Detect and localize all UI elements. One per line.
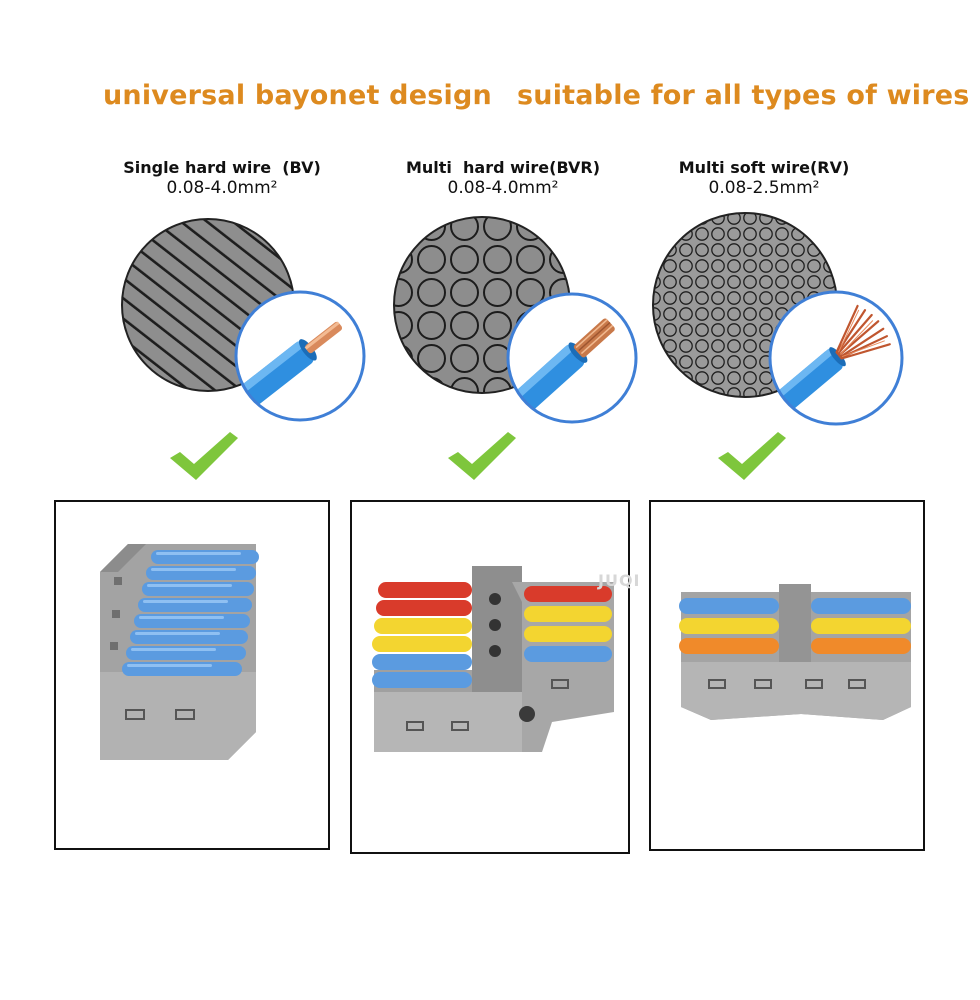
wire-type-range: 0.08-4.0mm² (166, 178, 278, 198)
wire-type-label-rv: Multi soft wire(RV) 0.08-2.5mm² (624, 158, 904, 198)
wire-type-range: 0.08-2.5mm² (708, 178, 820, 198)
multi-hard-wire-illustration (393, 216, 638, 424)
headline-left: universal bayonet design (103, 80, 492, 111)
wire-type-name: Multi hard wire(BVR) (405, 158, 601, 177)
connector-photo-blue-levers (54, 500, 330, 850)
wire-type-range: 0.08-4.0mm² (447, 178, 559, 198)
magnifier-stranded-copper-core (506, 292, 638, 424)
green-check-icon (718, 432, 786, 480)
headline-right: suitable for all types of wires (517, 80, 970, 111)
magnifier-solid-copper-core (234, 290, 366, 422)
wire-type-name: Multi soft wire(RV) (678, 158, 850, 177)
connector-photo-blue-yellow-orange-levers (649, 500, 925, 851)
green-check-icon (448, 432, 516, 480)
wire-type-name: Single hard wire (BV) (123, 158, 321, 177)
wire-type-label-bvr: Multi hard wire(BVR) 0.08-4.0mm² (363, 158, 643, 198)
green-check-icon (170, 432, 238, 480)
magnifier-fine-strand-copper-fan (768, 290, 904, 426)
single-hard-wire-illustration (121, 218, 366, 422)
watermark-text: JUQI (598, 571, 641, 590)
connector-photo-red-yellow-blue-levers (350, 500, 630, 854)
multi-soft-wire-illustration (652, 212, 904, 426)
wire-type-label-bv: Single hard wire (BV) 0.08-4.0mm² (82, 158, 362, 198)
